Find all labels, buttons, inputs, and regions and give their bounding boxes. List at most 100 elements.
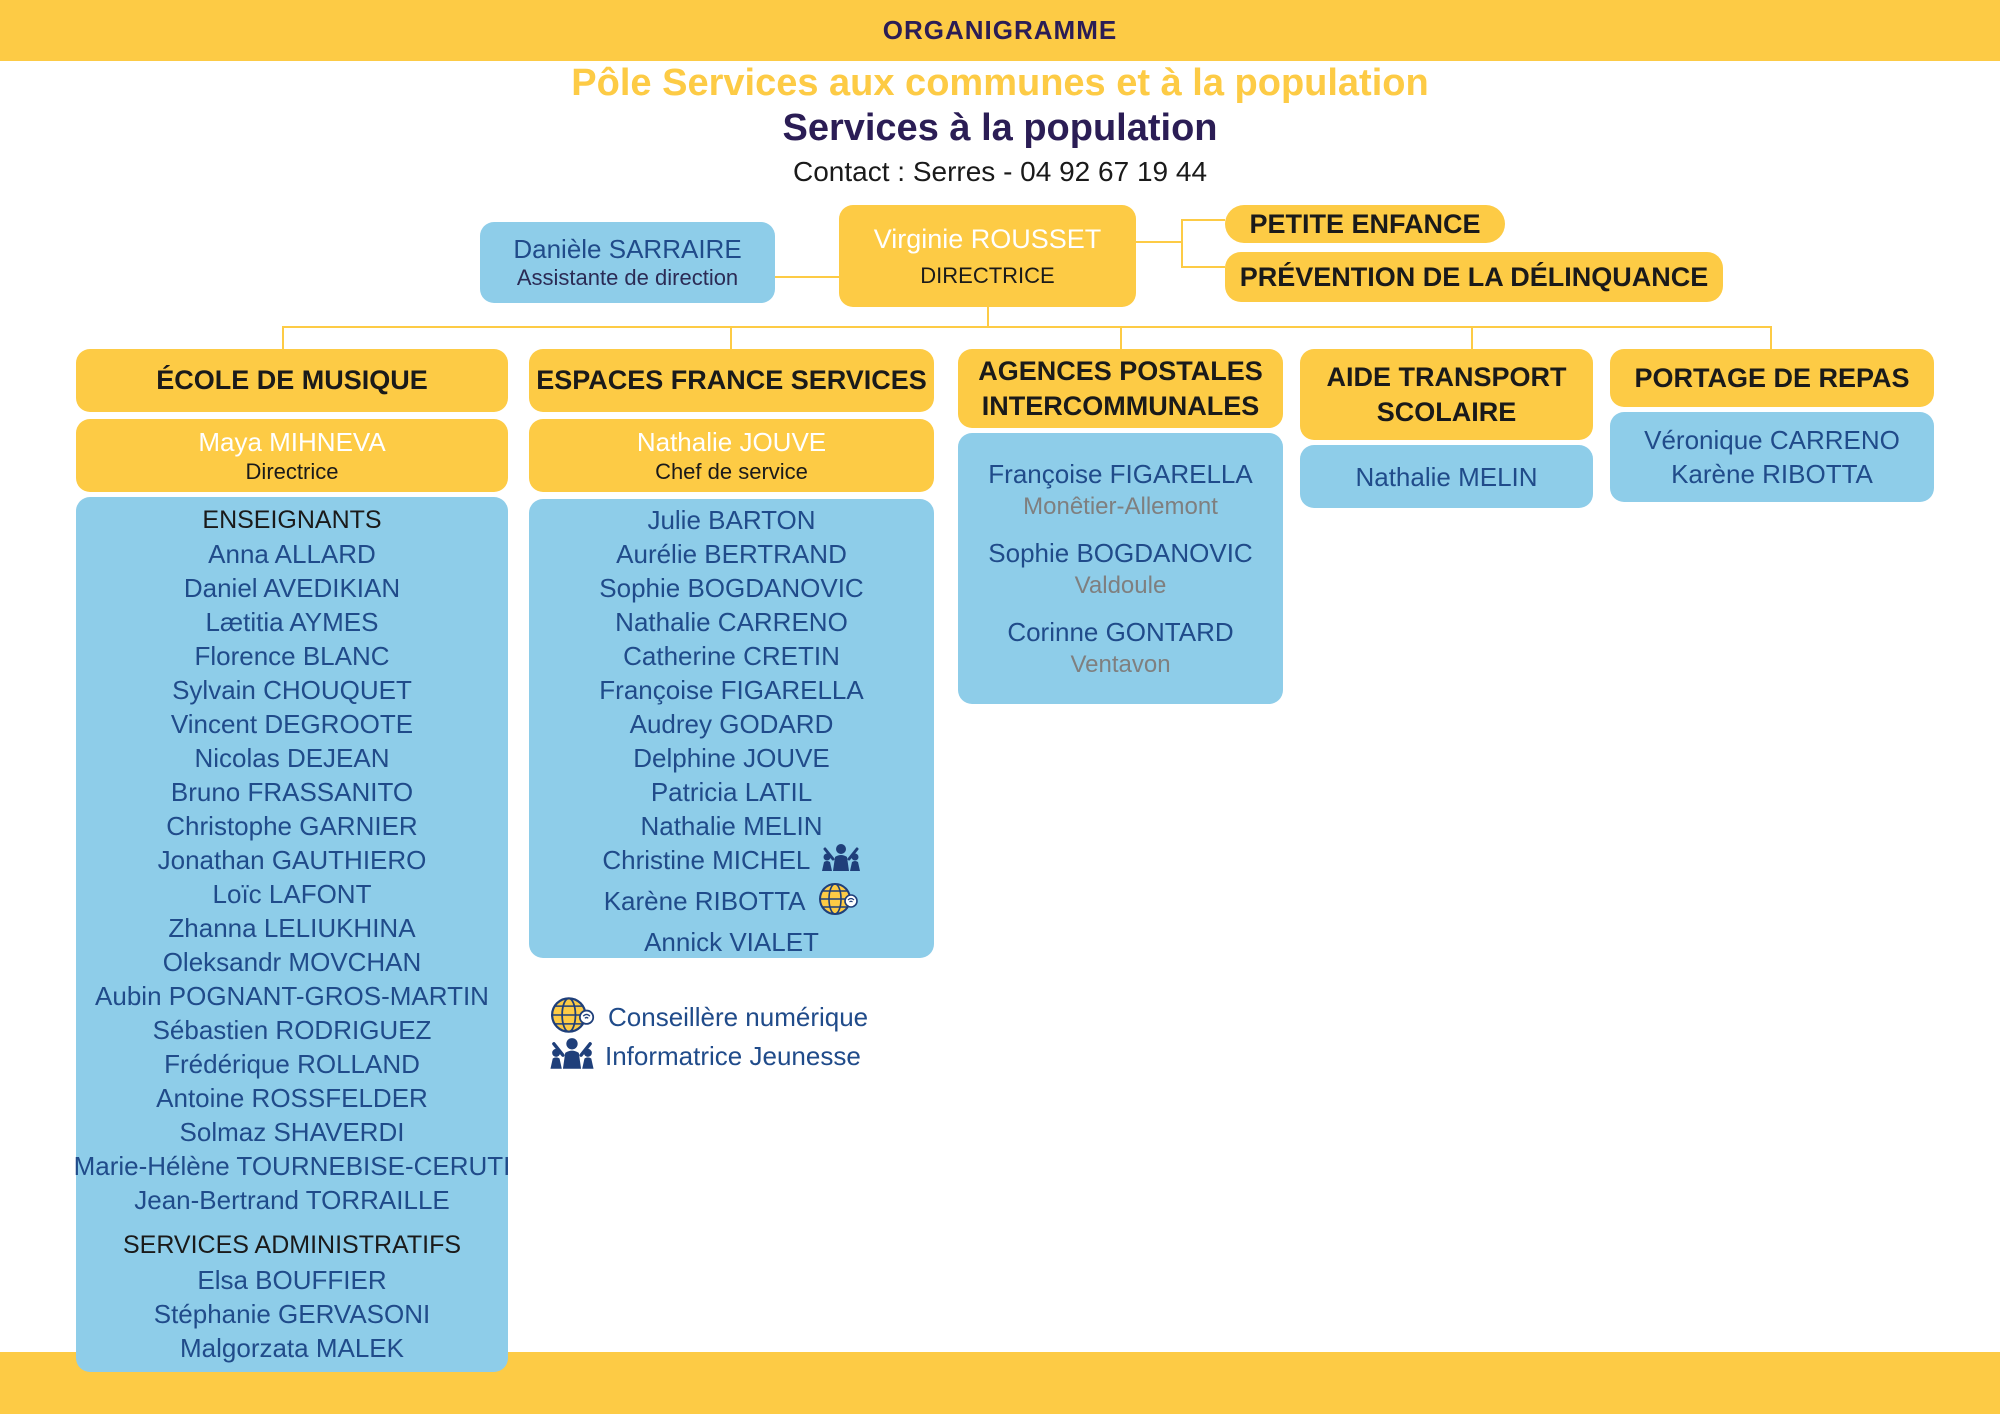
digital-advisor-globe-icon (815, 881, 859, 925)
list-item: Zhanna LELIUKHINA (168, 913, 416, 943)
petite-enfance-box: PETITE ENFANCE (1225, 205, 1505, 243)
musique-title-box: ÉCOLE DE MUSIQUE (76, 349, 508, 412)
list-item: Christophe GARNIER (166, 811, 418, 841)
list-item: Françoise FIGARELLA (599, 675, 864, 705)
connector-horizontal (282, 326, 1772, 328)
musique-head-name: Maya MIHNEVA (198, 426, 386, 457)
musique-head-role: Directrice (245, 458, 339, 484)
list-item: Stéphanie GERVASONI (153, 1299, 431, 1329)
agent-name: Corinne GONTARD (1007, 617, 1234, 647)
connector-side-top (1181, 219, 1225, 221)
connector-france (730, 326, 732, 349)
section-administratifs: SERVICES ADMINISTRATIFS (122, 1231, 462, 1259)
list-item-name: Christine MICHEL (602, 845, 810, 875)
connector-side-vertical (1181, 219, 1183, 268)
section-enseignants: ENSEIGNANTS (202, 506, 382, 534)
list-item: Florence BLANC (194, 641, 390, 671)
list-item: Delphine JOUVE (633, 743, 830, 773)
agent-name: Françoise FIGARELLA (988, 459, 1253, 489)
pole-title: Pôle Services aux communes et à la popul… (571, 62, 1429, 104)
france-title: ESPACES FRANCE SERVICES (536, 365, 927, 395)
list-item: Elsa BOUFFIER (197, 1265, 387, 1295)
postales-title-line2: INTERCOMMUNALES (981, 390, 1260, 421)
director-name: Virginie ROUSSET (873, 224, 1102, 254)
legend-informatrice: Informatrice Jeunesse (549, 1037, 861, 1076)
transport-title-box: AIDE TRANSPORT SCOLAIRE (1300, 349, 1593, 440)
transport-staff-box: Nathalie MELIN (1300, 445, 1593, 508)
repas-title: PORTAGE DE REPAS (1634, 362, 1910, 393)
list-item: Karène RIBOTTA (1671, 459, 1873, 489)
france-staff-box: Julie BARTON Aurélie BERTRAND Sophie BOG… (529, 499, 934, 958)
legend-informatrice-label: Informatrice Jeunesse (605, 1041, 861, 1071)
list-item: Julie BARTON (647, 505, 816, 535)
list-item: Frédérique ROLLAND (164, 1049, 420, 1079)
transport-title-line1: AIDE TRANSPORT (1326, 361, 1567, 392)
service-title: Services à la population (782, 107, 1218, 149)
agent-place: Valdoule (1074, 572, 1167, 599)
top-banner: ORGANIGRAMME (0, 0, 2000, 61)
list-item: Solmaz SHAVERDI (179, 1117, 405, 1147)
list-item: Nathalie CARRENO (615, 607, 848, 637)
list-item: Sophie BOGDANOVIC (599, 573, 864, 603)
france-head-role: Chef de service (655, 458, 808, 484)
digital-advisor-globe-icon (544, 995, 598, 1040)
prevention-box: PRÉVENTION DE LA DÉLINQUANCE (1225, 252, 1723, 302)
postales-title-box: AGENCES POSTALES INTERCOMMUNALES (958, 349, 1283, 428)
transport-title-line2: SCOLAIRE (1376, 396, 1517, 427)
list-item: Anna ALLARD (208, 539, 376, 569)
list-item: Antoine ROSSFELDER (156, 1083, 428, 1113)
youth-informant-icon (549, 1037, 595, 1076)
repas-staff-box: Véronique CARRENO Karène RIBOTTA (1610, 412, 1934, 502)
list-item: Karène RIBOTTA (604, 881, 860, 925)
connector-transport (1471, 326, 1473, 349)
list-item: Daniel AVEDIKIAN (183, 573, 401, 603)
list-item: Aubin POGNANT-GROS-MARTIN (95, 981, 489, 1011)
connector-postales (1120, 326, 1122, 349)
assistant-box: Danièle SARRAIRE Assistante de direction (480, 222, 775, 303)
musique-staff-box: ENSEIGNANTS Anna ALLARD Daniel AVEDIKIAN… (73, 497, 511, 1372)
list-item: Patricia LATIL (650, 777, 813, 807)
director-box: Virginie ROUSSET DIRECTRICE (839, 205, 1136, 307)
france-head-name: Nathalie JOUVE (636, 426, 827, 457)
connector-repas (1770, 326, 1772, 349)
prevention-label: PRÉVENTION DE LA DÉLINQUANCE (1239, 261, 1709, 292)
contact-line: Contact : Serres - 04 92 67 19 44 (792, 156, 1208, 187)
director-role: DIRECTRICE (920, 263, 1055, 288)
list-item: Catherine CRETIN (623, 641, 840, 671)
agent-place: Ventavon (1070, 651, 1171, 678)
postales-title-line1: AGENCES POSTALES (978, 355, 1263, 386)
list-item: Annick VIALET (644, 927, 819, 958)
assistant-role: Assistante de direction (516, 264, 739, 290)
banner-label: ORGANIGRAMME (882, 15, 1118, 45)
list-item: Sébastien RODRIGUEZ (152, 1015, 432, 1045)
list-item: Nathalie MELIN (640, 811, 823, 841)
list-item: Jean-Bertrand TORRAILLE (134, 1185, 450, 1215)
list-item: Véronique CARRENO (1644, 425, 1900, 455)
list-item: Aurélie BERTRAND (616, 539, 847, 569)
france-title-box: ESPACES FRANCE SERVICES (529, 349, 934, 412)
youth-informant-icon (821, 843, 861, 881)
list-item: Jonathan GAUTHIERO (157, 845, 427, 875)
list-item: Christine MICHEL (602, 843, 860, 881)
musique-title: ÉCOLE DE MUSIQUE (156, 365, 428, 395)
france-head-box: Nathalie JOUVE Chef de service (529, 419, 934, 492)
list-item: Oleksandr MOVCHAN (162, 947, 422, 977)
list-item: Nicolas DEJEAN (194, 743, 390, 773)
list-item: Lætitia AYMES (205, 607, 379, 637)
postales-staff-box: Françoise FIGARELLA Monêtier-Allemont So… (958, 433, 1283, 704)
list-item: Marie-Hélène TOURNEBISE-CERUTI (73, 1151, 511, 1181)
musique-head-box: Maya MIHNEVA Directrice (76, 419, 508, 492)
repas-title-box: PORTAGE DE REPAS (1610, 349, 1934, 407)
list-item: Malgorzata MALEK (180, 1333, 404, 1363)
list-item: Loïc LAFONT (212, 879, 372, 909)
assistant-name: Danièle SARRAIRE (513, 233, 742, 264)
list-item: Bruno FRASSANITO (170, 777, 414, 807)
list-item: Sylvain CHOUQUET (172, 675, 412, 705)
petite-enfance-label: PETITE ENFANCE (1249, 208, 1481, 239)
legend-conseillere: Conseillère numérique (544, 995, 868, 1040)
connector-side-bottom (1181, 266, 1225, 268)
list-item: Vincent DEGROOTE (170, 709, 414, 739)
list-item-name: Karène RIBOTTA (603, 886, 805, 916)
connector-assistant (775, 276, 841, 278)
legend-conseillere-label: Conseillère numérique (608, 1002, 869, 1032)
